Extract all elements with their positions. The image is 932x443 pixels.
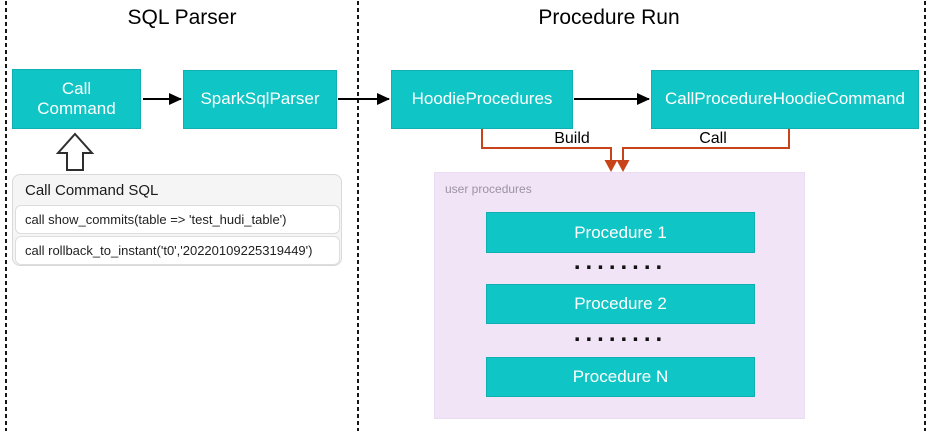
node-label: HoodieProcedures: [411, 89, 553, 109]
node-hoodieprocedures: HoodieProcedures: [391, 70, 573, 129]
node-label: Call Command: [37, 78, 116, 118]
sql-panel-title: Call Command SQL: [25, 182, 159, 199]
procedure-box-1: Procedure 1: [486, 212, 755, 253]
edge-label-build: Build: [554, 130, 590, 147]
procedure-label: Procedure N: [572, 367, 669, 386]
node-label: SparkSqlParser: [200, 89, 320, 109]
sql-statement: call rollback_to_instant('t0','202201092…: [15, 236, 340, 265]
edge-label-call: Call: [699, 130, 727, 147]
procedure-label: Procedure 2: [574, 294, 667, 313]
procedure-label: Procedure 1: [574, 222, 667, 242]
node-callprocedurehoodiecommand: CallProcedureHoodieCommand: [651, 70, 919, 129]
procedure-box-2: Procedure 2: [486, 284, 755, 324]
hollow-up-arrow-icon: [55, 132, 95, 171]
node-label: CallProcedureHoodieCommand: [664, 89, 905, 109]
section-title-procedure-run: Procedure Run: [538, 6, 680, 29]
node-sparksqlparser: SparkSqlParser: [183, 70, 337, 129]
ellipsis-dots: ........: [573, 320, 668, 347]
node-call-command: Call Command: [12, 69, 141, 129]
section-title-sql-parser: SQL Parser: [127, 6, 237, 29]
call-command-sql-panel: Call Command SQL call show_commits(table…: [12, 174, 342, 266]
ellipsis-dots: ........: [573, 248, 668, 275]
user-procedures-label: user procedures: [445, 182, 532, 196]
procedure-box-n: Procedure N: [486, 357, 755, 397]
sql-statement: call show_commits(table => 'test_hudi_ta…: [15, 205, 340, 234]
